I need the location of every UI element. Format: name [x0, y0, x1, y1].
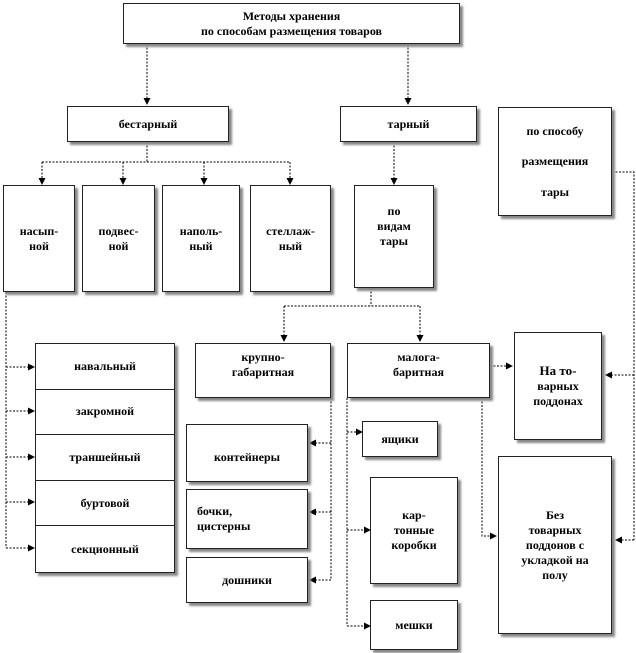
on-pallets-line3: поддонах [533, 394, 583, 409]
by-type-line2: видам [377, 219, 411, 233]
on-pallets-line2: варных [537, 379, 579, 394]
no-pallets-box: Без товарных поддонов с укладкой на полу [498, 456, 612, 634]
cartons-line3: коробки [391, 538, 437, 552]
no-pallets-line4: укладкой на [521, 552, 589, 567]
containers-box: контейнеры [186, 424, 308, 482]
by-method-line3: тары [540, 184, 570, 199]
bags-label: мешки [395, 617, 433, 632]
hanging-box: подвес- ной [82, 185, 155, 292]
large-line1: крупно- [241, 350, 285, 364]
by-type-line3: тары [379, 234, 409, 248]
by-method-line2: размещения [521, 154, 589, 168]
large-container-box: крупно- габаритная [195, 343, 331, 398]
barrels-line2: цистерны [197, 519, 251, 533]
by-method-box: по способу размещения тары [498, 107, 612, 216]
floor-box: наполь- ный [162, 185, 240, 292]
cartons-box: кар- тонные коробки [370, 477, 458, 584]
floor-line2: ный [189, 238, 213, 253]
rack-line1: стеллаж- [266, 223, 315, 238]
tarny-label: тарный [387, 116, 430, 131]
barrels-box: бочки, цистерны [186, 489, 308, 549]
large-line2: габаритная [231, 365, 295, 379]
floor-line1: наполь- [179, 223, 223, 238]
bulk-line2: ной [29, 238, 49, 253]
barrels-line1: бочки, [197, 504, 233, 518]
bulk-box: насып- ной [3, 185, 75, 292]
pile-type-item: траншейный [36, 435, 174, 481]
bulk-line1: насып- [19, 223, 59, 238]
root-box: Методы хранения по способам размещения т… [123, 3, 460, 44]
no-pallets-line1: Без [545, 507, 565, 522]
rack-box: стеллаж- ный [250, 185, 331, 292]
cartons-line2: тонные [393, 523, 435, 537]
rack-line2: ный [278, 238, 303, 253]
bags-box: мешки [370, 600, 458, 650]
by-type-line1: по [387, 204, 401, 218]
on-pallets-box: На то- варных поддонах [514, 332, 602, 440]
small-container-box: малога- баритная [347, 343, 490, 398]
pile-type-item: закромной [36, 390, 174, 436]
small-line2: баритная [393, 365, 444, 379]
by-type-box: по видам тары [354, 185, 434, 288]
pile-type-item: буртовой [36, 481, 174, 527]
boxes-label: ящики [381, 431, 419, 446]
boxes-box: ящики [362, 421, 438, 457]
cartons-line1: кар- [402, 508, 426, 522]
tubs-label: дошники [222, 572, 272, 587]
hanging-line1: подвес- [98, 223, 139, 238]
pile-type-item: секционный [71, 541, 139, 556]
containers-label: контейнеры [213, 450, 281, 464]
root-title-line1: Методы хранения [242, 8, 341, 23]
root-title-line2: по способам размещения товаров [200, 23, 383, 38]
bestarny-box: бестарный [67, 106, 229, 142]
tubs-box: дошники [186, 557, 308, 603]
bestarny-label: бестарный [118, 116, 178, 131]
no-pallets-line2: товарных [528, 522, 582, 537]
no-pallets-line3: поддонов с [525, 537, 585, 552]
on-pallets-line1: На то- [539, 362, 577, 378]
tarny-box: тарный [340, 106, 477, 142]
by-method-line1: по способу [526, 123, 584, 138]
pile-types-list: навальный закромной траншейный буртовой … [35, 343, 175, 573]
pile-type-item: навальный [36, 344, 174, 390]
no-pallets-line5: полу [542, 567, 568, 582]
hanging-line2: ной [108, 238, 129, 253]
small-line1: малога- [397, 350, 440, 364]
